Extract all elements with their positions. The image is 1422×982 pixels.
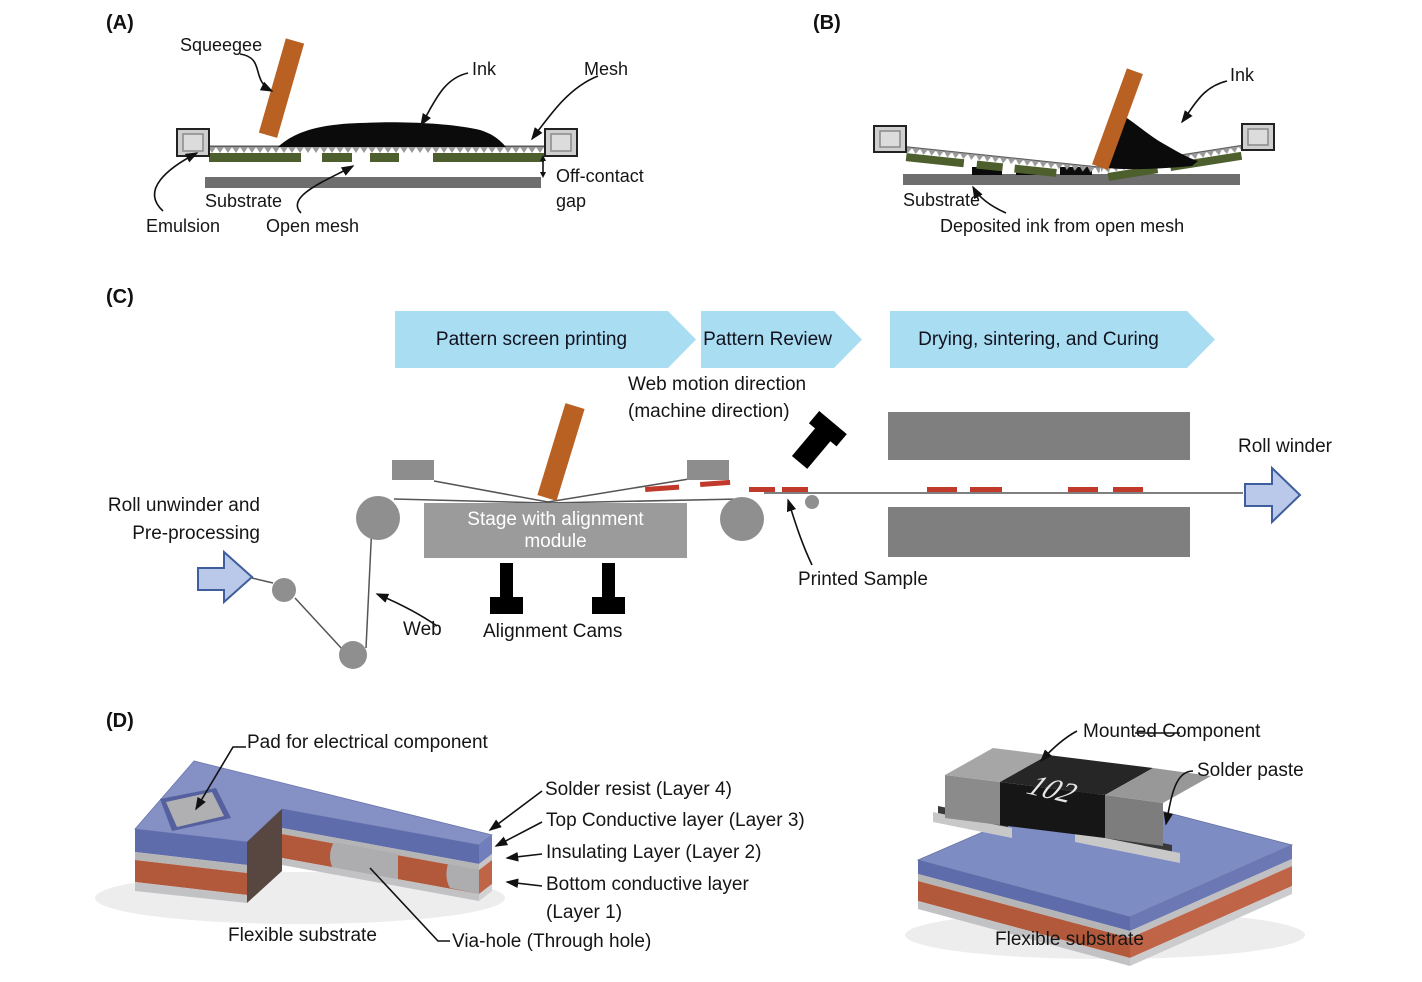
label-flexible-substrate-left: Flexible substrate — [228, 925, 377, 946]
cut-face — [247, 809, 282, 903]
label-alignment-cams: Alignment Cams — [483, 621, 623, 642]
panel-a-drawing — [153, 38, 599, 214]
process-arrow-2 — [701, 311, 862, 368]
end-face — [479, 835, 492, 901]
printed-sample-dashes — [645, 479, 1143, 492]
camera-icon — [791, 410, 847, 469]
press-clamps — [392, 460, 729, 480]
pcb-mounted-drawing: 102 — [905, 730, 1305, 966]
pcb-lshape-drawing — [95, 746, 543, 942]
panel-b-drawing — [873, 68, 1275, 214]
alignment-cam-icons — [490, 563, 625, 614]
label-substrate-b: Substrate — [903, 190, 981, 210]
label-bottom-conductive-2: (Layer 1) — [546, 902, 623, 923]
label-ink-b: Ink — [1230, 65, 1255, 85]
leaders-b — [972, 80, 1228, 214]
squeegee-c — [537, 403, 585, 501]
label-roll-unwinder-1: Roll unwinder and — [107, 495, 260, 516]
panel-b-tag: (B) — [813, 12, 841, 34]
label-off-contact-1: Off-contact — [556, 166, 644, 186]
front-layers-block — [135, 829, 247, 903]
label-squeegee-a: Squeegee — [180, 35, 263, 55]
label-open-mesh-a: Open mesh — [266, 216, 360, 236]
frame-clamps-b — [873, 123, 1275, 153]
label-web-motion-2: (machine direction) — [628, 401, 790, 422]
process-arrow-1 — [395, 311, 696, 368]
mesh-left-b — [904, 146, 1101, 177]
label-web: Web — [403, 619, 442, 640]
stage-label: Stage with alignment module — [424, 503, 687, 558]
label-web-motion-1: Web motion direction — [628, 374, 807, 395]
label-flexible-substrate-right: Flexible substrate — [995, 929, 1144, 950]
stage-label-line2: module — [524, 530, 587, 552]
ink-pile-b — [1100, 116, 1198, 170]
emulsion-segments-a — [209, 153, 544, 162]
label-mesh-a: Mesh — [584, 59, 629, 79]
panel-c-drawing — [197, 311, 1302, 669]
web-path — [251, 478, 1243, 651]
label-top-conductive: Top Conductive layer (Layer 3) — [546, 810, 805, 831]
process-step-3-label: Drying, sintering, and Curing — [918, 328, 1159, 350]
ink-blob-a — [278, 122, 506, 147]
label-via-hole: Via-hole (Through hole) — [452, 931, 652, 952]
leaders-d-left — [195, 746, 543, 942]
leaders-d-right — [1039, 730, 1194, 826]
slab-left-face — [918, 860, 1130, 966]
label-emulsion-a: Emulsion — [146, 216, 221, 236]
leaders-c — [375, 498, 813, 627]
panel-d-tag: (D) — [106, 710, 134, 732]
squeegee-a — [258, 38, 305, 138]
panel-c-tag: (C) — [106, 286, 134, 308]
chip-component: 102 — [945, 748, 1211, 846]
label-bottom-conductive-1: Bottom conductive layer — [546, 874, 749, 895]
label-solder-resist: Solder resist (Layer 4) — [545, 779, 732, 800]
substrate-bar-a — [205, 177, 541, 188]
slab-right-face — [1130, 845, 1292, 966]
process-step-1-label: Pattern screen printing — [435, 328, 628, 350]
drying-oven-blocks — [888, 412, 1190, 557]
mesh-serration-a — [205, 147, 545, 154]
process-step-2-label: Pattern Review — [703, 328, 832, 350]
panel-a-tag: (A) — [106, 12, 134, 34]
squeegee-b — [1092, 68, 1143, 171]
label-deposited-ink-b: Deposited ink from open mesh — [940, 216, 1185, 236]
stage-label-line1: Stage with alignment — [467, 508, 644, 530]
front-layers-arm — [282, 809, 479, 901]
label-pad: Pad for electrical component — [247, 732, 488, 753]
label-ink-a: Ink — [472, 59, 497, 79]
label-roll-winder: Roll winder — [1238, 436, 1332, 457]
leaders-a — [153, 53, 599, 214]
label-roll-unwinder-2: Pre-processing — [132, 523, 260, 544]
roll-winder-arrow — [1244, 465, 1302, 525]
pad-surface — [166, 792, 224, 827]
label-substrate-a: Substrate — [205, 191, 283, 211]
via-hole-region-2 — [446, 864, 479, 894]
label-printed-sample: Printed Sample — [798, 569, 928, 590]
label-solder-paste: Solder paste — [1197, 760, 1304, 781]
process-arrow-3 — [890, 311, 1215, 368]
off-contact-arrow — [540, 155, 546, 178]
label-insulating: Insulating Layer (Layer 2) — [546, 842, 762, 863]
label-off-contact-2: gap — [556, 191, 587, 211]
roll-unwinder-arrow — [197, 549, 254, 605]
substrate-bar-b — [903, 174, 1240, 185]
web-rollers — [272, 495, 819, 669]
stage-box — [424, 503, 687, 558]
label-mounted-component: Mounted Component — [1083, 721, 1261, 742]
